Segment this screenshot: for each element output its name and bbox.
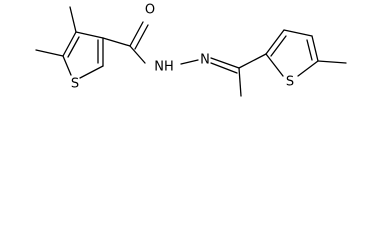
bond-c-thiophene (238, 53, 267, 69)
bond-c4-c5-double (306, 39, 313, 61)
structure-canvas: O S S NH N (35, 3, 347, 97)
sulfur-right-label: S (286, 75, 294, 90)
bond-nh-n (180, 59, 199, 65)
methyl-bond-c5 (35, 49, 64, 57)
right-thiophene-ring (265, 29, 347, 77)
bond-c4-c5 (311, 35, 319, 62)
bond-c5-s (297, 60, 319, 77)
bond-c3-c4 (283, 29, 313, 37)
left-thiophene-ring (35, 6, 104, 79)
bond-c2-c3-double (270, 35, 287, 57)
bond-c4-c3 (75, 31, 104, 39)
bond-n-c (210, 57, 240, 69)
bond-c2-c3 (265, 29, 285, 55)
bond-carbonyl-o-double (134, 24, 149, 50)
atom-labels: O S S NH N (71, 3, 294, 92)
nh-label: NH (154, 60, 174, 75)
bond-c2-s (79, 65, 104, 79)
bond-carbonyl-o (129, 21, 144, 47)
bond-c3-carbonyl (102, 37, 131, 47)
bond-carbonyl-nh (129, 45, 146, 64)
bond-s-c2 (265, 53, 284, 77)
oxygen-label: O (145, 3, 155, 18)
sulfur-left-label: S (71, 77, 79, 92)
bond-n-c-double (210, 62, 238, 74)
hydrazone-linkage (180, 53, 267, 97)
bond-c-methyl (238, 67, 242, 97)
carboxamide-group (102, 21, 149, 64)
methyl-bond-c5 (317, 60, 347, 64)
chemical-structure-diagram: O S S NH N (35, 3, 347, 97)
bond-c5-c4 (62, 31, 77, 57)
methyl-bond-c4 (69, 6, 77, 33)
bond-s-c5 (62, 55, 72, 76)
n-label: N (200, 53, 210, 68)
bond-c5-c4-double (67, 36, 80, 58)
